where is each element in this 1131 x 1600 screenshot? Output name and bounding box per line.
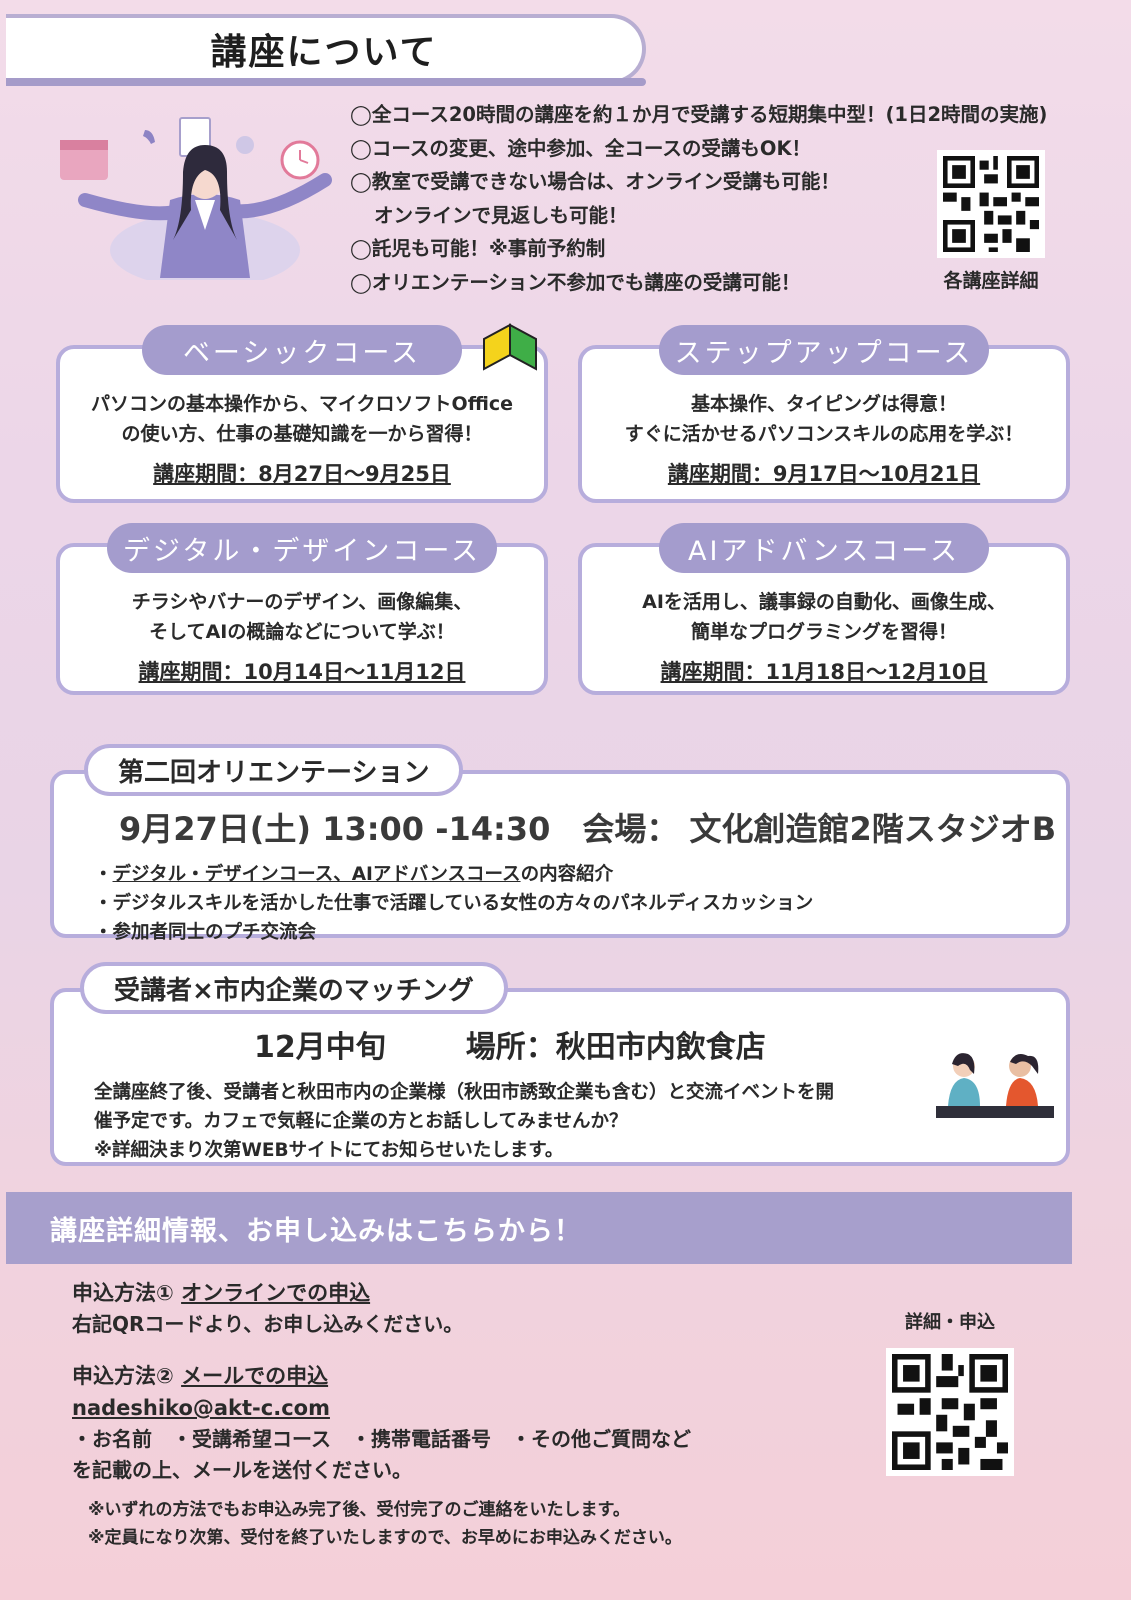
intro-line: ◯全コース20時間の講座を約１か月で受講する短期集中型！(1日2時間の実施) — [350, 103, 1048, 126]
course-name: ベーシックコース — [142, 325, 462, 375]
intro-line: ◯託児も可能！※事前予約制 — [350, 237, 606, 260]
orientation-title: 第二回オリエンテーション — [84, 744, 464, 796]
matching-description: 全講座終了後、受講者と秋田市内の企業様（秋田市誘致企業も含む）と交流イベントを開… — [94, 1082, 835, 1161]
matching-place: 場所：秋田市内飲食店 — [465, 1030, 766, 1065]
page-title: 講座について — [210, 32, 438, 73]
course-desc: 基本操作、タイピングは得意！ — [690, 393, 957, 415]
matching-date: 12月中旬 — [254, 1030, 386, 1065]
cafe-people-illustration — [936, 1053, 1054, 1118]
course-desc: AIを活用し、議事録の自動化、画像生成、 — [642, 591, 1006, 613]
course-detail-qr[interactable]: 各講座詳細 — [935, 150, 1047, 293]
apply-method-online-text: 右記QRコードより、お申し込みください。 — [72, 1312, 464, 1336]
intro-line: ◯オリエンテーション不参加でも講座の受講可能！ — [350, 270, 801, 294]
phone-icon — [143, 130, 155, 144]
apply-method-online: 申込方法① オンラインでの申込 — [72, 1281, 371, 1305]
intro-list: ◯全コース20時間の講座を約１か月で受講する短期集中型！(1日2時間の実施) ◯… — [350, 98, 1095, 299]
online-apply-link[interactable]: オンラインでの申込 — [181, 1281, 371, 1305]
course-card-stepup: ステップアップコース 基本操作、タイピングは得意！ すぐに活かせるパソコンスキル… — [578, 325, 1070, 503]
apply-notes: ※いずれの方法でもお申込み完了後、受付完了のご連絡をいたします。 ※定員になり次… — [88, 1500, 682, 1548]
course-desc: チラシやバナーのデザイン、画像編集、 — [131, 591, 473, 613]
email-apply-link[interactable]: メールでの申込 — [181, 1364, 329, 1388]
qr-code-icon[interactable] — [937, 150, 1045, 258]
course-name: AIアドバンスコース — [659, 523, 989, 573]
email-send-instruction: を記載の上、メールを送付ください。 — [72, 1458, 412, 1482]
list-item: ・参加者同士のプチ交流会 — [94, 922, 317, 943]
matching-box: 受講者×市内企業のマッチング 12月中旬 場所：秋田市内飲食店 全講座終了後、受講… — [50, 962, 1070, 1166]
course-desc: の使い方、仕事の基礎知識を一から習得！ — [121, 423, 483, 445]
course-card-ai-advance: AIアドバンスコース AIを活用し、議事録の自動化、画像生成、 簡単なプログラミ… — [578, 523, 1070, 695]
intro-line: オンラインで見返しも可能！ — [374, 203, 628, 227]
course-desc: 簡単なプログラミングを習得！ — [690, 621, 957, 643]
course-period: 講座期間：10月14日～11月12日 — [138, 660, 466, 684]
list-item: ・デジタル・デザインコース、AIアドバンスコースの内容紹介 — [94, 864, 614, 885]
course-name: デジタル・デザインコース — [107, 523, 497, 573]
orientation-datetime-venue: 9月27日(土) 13:00 -14:30 会場： 文化創造館2階スタジオB — [119, 810, 1057, 848]
matching-date-place: 12月中旬 場所：秋田市内飲食店 — [254, 1022, 766, 1066]
woman-illustration — [60, 117, 332, 280]
qr-caption: 各講座詳細 — [943, 270, 1039, 292]
section-title-tab: 講座について — [6, 14, 646, 84]
qr-caption: 詳細・申込 — [905, 1312, 995, 1333]
qr-code-icon[interactable] — [886, 1348, 1014, 1476]
globe-icon — [236, 136, 254, 154]
course-card-basic: ベーシックコース パソコンの基本操作から、マイクロソフトOffice の使い方、… — [56, 323, 548, 503]
course-period: 講座期間：9月17日～10月21日 — [667, 462, 981, 486]
course-name: ステップアップコース — [659, 325, 989, 375]
beginner-mark-icon — [483, 323, 537, 371]
course-card-digital-design: デジタル・デザインコース チラシやバナーのデザイン、画像編集、 そしてAIの概論… — [56, 523, 548, 695]
orientation-list: ・デジタル・デザインコース、AIアドバンスコースの内容紹介 ・デジタルスキルを活… — [94, 860, 813, 947]
intro-line: ◯コースの変更、途中参加、全コースの受講もOK！ — [350, 136, 812, 160]
course-period: 講座期間：8月27日～9月25日 — [153, 462, 451, 486]
matching-title: 受講者×市内企業のマッチング — [80, 962, 508, 1014]
email-required-fields: ・お名前 ・受講希望コース ・携帯電話番号 ・その他ご質問など — [72, 1427, 691, 1451]
title-underline — [6, 78, 646, 86]
apply-section: 申込方法① オンラインでの申込 右記QRコードより、お申し込みください。 申込方… — [72, 1277, 892, 1486]
course-period: 講座期間：11月18日～12月10日 — [660, 660, 988, 684]
course-desc: そしてAIの概論などについて学ぶ！ — [149, 621, 455, 643]
apply-qr[interactable]: 詳細・申込 — [880, 1308, 1020, 1476]
orientation-box: 第二回オリエンテーション 9月27日(土) 13:00 -14:30 会場： 文… — [50, 744, 1070, 943]
email-address-link[interactable]: nadeshiko@akt-c.com — [72, 1396, 330, 1420]
apply-banner: 講座詳細情報、お申し込みはこちらから！ — [6, 1192, 1072, 1264]
intro-line: ◯教室で受講できない場合は、オンライン受講も可能！ — [350, 170, 840, 193]
course-desc: すぐに活かせるパソコンスキルの応用を学ぶ！ — [624, 423, 1024, 445]
list-item: ・デジタルスキルを活かした仕事で活躍している女性の方々のパネルディスカッション — [94, 893, 814, 914]
apply-method-email: 申込方法② メールでの申込 — [72, 1364, 329, 1388]
course-desc: パソコンの基本操作から、マイクロソフトOffice — [90, 393, 514, 415]
